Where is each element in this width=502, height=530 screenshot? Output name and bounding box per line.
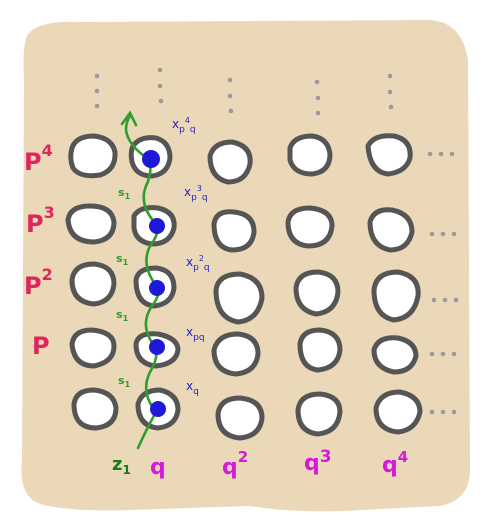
ellipsis-col-3: [227, 77, 234, 114]
cell-r4-c5: [371, 335, 419, 375]
cell-r1-c3: [207, 139, 253, 185]
step-label-4: s1: [118, 374, 131, 389]
x-label-xq: xq: [186, 379, 199, 397]
cell-r5-c1: [71, 387, 119, 431]
dot-xp2q: [149, 280, 165, 296]
ellipsis-row-3: [431, 297, 459, 303]
col-label-q: q: [150, 455, 166, 480]
cell-r1-c5: [365, 133, 413, 177]
ellipsis-row-1: [427, 151, 455, 157]
step-labels: s1 s1 s1 s1: [116, 186, 131, 389]
cell-r5-c3: [215, 395, 265, 441]
x-label-xpq: xpq: [186, 325, 205, 343]
ellipsis-row-5: [429, 409, 457, 415]
cell-r5-c5: [373, 389, 423, 435]
cell-r3-c3: [213, 271, 265, 325]
cell-r2-c5: [367, 207, 415, 253]
arrow-head-icon: [120, 110, 138, 127]
col-label-q4: q4: [382, 448, 408, 478]
start-label-z1: z1: [112, 454, 131, 477]
cell-r2-c4: [285, 205, 335, 249]
ellipsis-col-5: [387, 73, 394, 110]
col-label-q2: q2: [222, 448, 248, 480]
cell-r3-c5: [371, 269, 421, 323]
step-label-3: s1: [116, 308, 129, 323]
ellipsis-col-4: [314, 79, 321, 116]
ellipsis-col-1: [94, 73, 100, 109]
x-label-xp3q: xp3q: [184, 184, 208, 203]
step-label-1: s1: [118, 186, 131, 201]
row-labels: P4 P3 P2 P: [24, 141, 55, 360]
row-label-p2: P2: [24, 265, 53, 300]
ellipsis-col-2: [157, 67, 164, 104]
x-label-xp2q: xp2q: [186, 254, 210, 273]
col-label-q3: q3: [304, 447, 332, 476]
row-label-p4: P4: [24, 141, 53, 176]
cell-r1-c4: [287, 133, 333, 177]
top-ellipsis-group: [94, 67, 394, 116]
row-label-p: P: [32, 332, 50, 360]
dot-xp4q: [142, 150, 160, 168]
row-label-p3: P3: [26, 203, 55, 238]
dot-xpq: [149, 339, 165, 355]
cell-r4-c4: [297, 327, 343, 373]
x-dots: [142, 150, 166, 417]
right-ellipsis-group: [427, 151, 459, 415]
cell-r2-c3: [211, 209, 257, 253]
col-labels: q q2 q3 q4: [150, 447, 408, 480]
cell-r1-c1: [68, 133, 118, 179]
dot-xq: [150, 401, 166, 417]
dot-xp3q: [149, 218, 165, 234]
cell-grid: [65, 133, 423, 441]
step-label-2: s1: [116, 252, 129, 267]
x-label-xp4q: xp4q: [172, 116, 196, 135]
cell-r3-c1: [69, 261, 117, 307]
cell-r2-c1: [65, 203, 117, 245]
x-labels: xp4q xp3q xp2q xpq xq: [172, 116, 210, 397]
cell-r3-c4: [293, 269, 341, 317]
cell-r5-c4: [295, 391, 343, 437]
ellipsis-row-4: [429, 351, 457, 357]
cell-r4-c3: [211, 331, 261, 377]
cell-r4-c1: [69, 327, 117, 369]
ellipsis-row-2: [429, 231, 457, 237]
